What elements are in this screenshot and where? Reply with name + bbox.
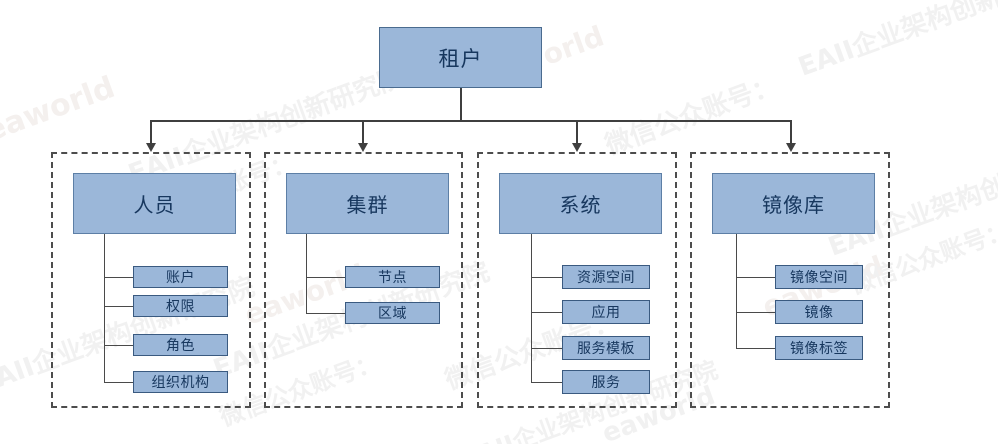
node-root-tenant[interactable]: 租户	[379, 27, 542, 88]
connector-branch-cluster-0	[306, 277, 346, 278]
connector-trunk	[150, 120, 791, 122]
group-container-system	[477, 152, 677, 408]
node-leaf-role[interactable]: 角色	[133, 334, 228, 356]
node-leaf-service-template[interactable]: 服务模板	[562, 336, 650, 360]
node-leaf-account[interactable]: 账户	[133, 266, 228, 288]
connector-branch-personnel-0	[104, 277, 134, 278]
connector-drop-cluster	[362, 120, 364, 144]
connector-spine-cluster	[306, 234, 307, 314]
arrowhead-cluster	[358, 143, 368, 152]
connector-drop-image-repo	[790, 120, 792, 144]
arrowhead-image-repo	[786, 143, 796, 152]
node-leaf-organization[interactable]: 组织机构	[133, 371, 228, 393]
node-category-image-repo[interactable]: 镜像库	[712, 173, 875, 234]
connector-drop-system	[576, 120, 578, 144]
connector-root-stem	[460, 88, 462, 121]
connector-branch-image-0	[736, 277, 776, 278]
connector-branch-personnel-3	[104, 382, 134, 383]
connector-spine-system	[531, 234, 532, 382]
group-container-cluster	[264, 152, 463, 408]
connector-branch-image-1	[736, 312, 776, 313]
group-container-personnel	[51, 152, 251, 408]
connector-drop-personnel	[150, 120, 152, 144]
node-leaf-application[interactable]: 应用	[562, 300, 650, 324]
connector-spine-image-repo	[736, 234, 737, 348]
connector-branch-personnel-2	[104, 345, 134, 346]
connector-branch-system-1	[531, 312, 563, 313]
connector-branch-system-3	[531, 382, 563, 383]
watermark: 微信公众账号：	[601, 70, 783, 162]
arrowhead-system	[572, 143, 582, 152]
connector-branch-personnel-1	[104, 306, 134, 307]
connector-branch-system-2	[531, 348, 563, 349]
node-category-system[interactable]: 系统	[499, 173, 662, 234]
node-leaf-image-space[interactable]: 镜像空间	[775, 265, 863, 289]
connector-branch-system-0	[531, 277, 563, 278]
node-category-cluster[interactable]: 集群	[286, 173, 449, 234]
node-leaf-image[interactable]: 镜像	[775, 300, 863, 324]
watermark: eaworld	[0, 69, 120, 150]
node-leaf-permission[interactable]: 权限	[133, 295, 228, 317]
node-leaf-service[interactable]: 服务	[562, 370, 650, 394]
arrowhead-personnel	[146, 143, 156, 152]
connector-branch-cluster-1	[306, 313, 346, 314]
node-leaf-node[interactable]: 节点	[345, 266, 440, 288]
connector-branch-image-2	[736, 348, 776, 349]
watermark: EAII企业架构创新研究院	[794, 0, 998, 83]
node-leaf-image-tag[interactable]: 镜像标签	[775, 336, 863, 360]
node-leaf-region[interactable]: 区域	[345, 302, 440, 324]
node-leaf-resource-space[interactable]: 资源空间	[562, 265, 650, 289]
connector-spine-personnel	[104, 234, 105, 382]
group-container-image-repo	[690, 152, 890, 408]
node-category-personnel[interactable]: 人员	[73, 173, 236, 234]
